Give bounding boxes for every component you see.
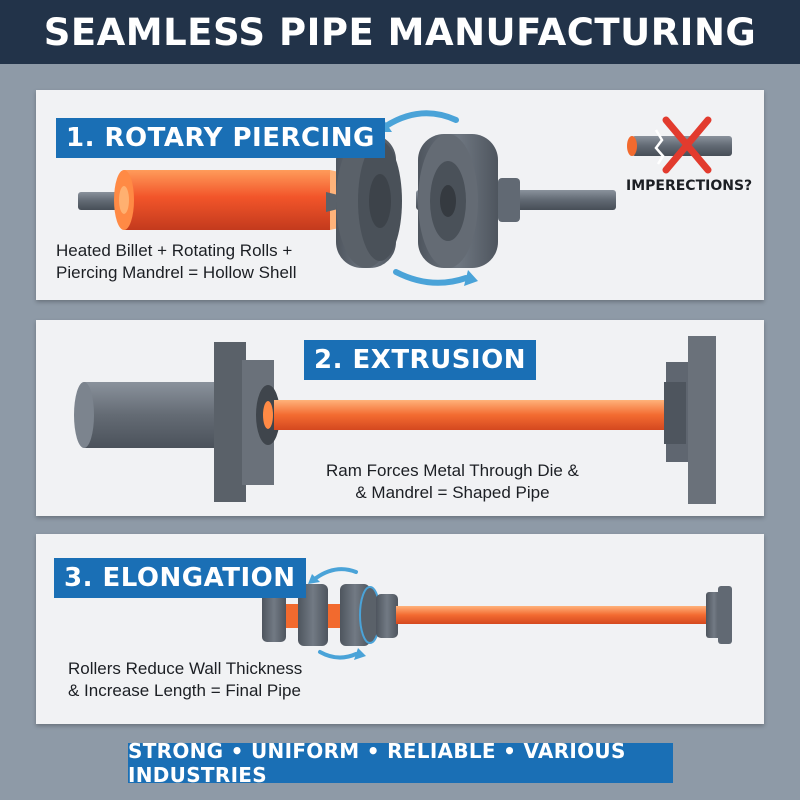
die-block: [214, 342, 280, 502]
mandrel-support: [664, 336, 716, 504]
roller-stack: [262, 584, 398, 646]
step-caption: Rollers Reduce Wall Thickness & Increase…: [68, 658, 302, 702]
pipe-end-collar: [706, 586, 732, 644]
step-caption: Heated Billet + Rotating Rolls + Piercin…: [56, 240, 296, 284]
footer-tagline: STRONG • UNIFORM • RELIABLE • VARIOUS IN…: [128, 739, 626, 787]
caption-line: & Increase Length = Final Pipe: [68, 681, 301, 700]
step-caption: Ram Forces Metal Through Die & & Mandrel…: [326, 460, 579, 504]
heated-billet: [114, 170, 366, 230]
caption-line: Rollers Reduce Wall Thickness: [68, 659, 303, 678]
step-title: 2. EXTRUSION: [304, 340, 536, 380]
header-bar: SEAMLESS PIPE MANUFACTURING: [0, 0, 800, 64]
step-panel-rotary-piercing: 1. ROTARY PIERCING Heated Billet + Rotat…: [36, 90, 764, 300]
step-title: 1. ROTARY PIERCING: [56, 118, 385, 158]
shaft-collar: [498, 178, 520, 222]
caption-line: Piercing Mandrel = Hollow Shell: [56, 263, 297, 282]
step-panel-elongation: 3. ELONGATION Rollers Reduce Wall Thickn…: [36, 534, 764, 724]
elongation-illustration: [262, 567, 732, 660]
rotation-arrow-icon: [383, 110, 459, 129]
caption-line: & Mandrel = Shaped Pipe: [355, 483, 550, 502]
caption-line: Ram Forces Metal Through Die &: [326, 461, 579, 480]
extrusion-illustration: [74, 336, 716, 504]
step-panel-extrusion: 2. EXTRUSION Ram Forces Metal Through Di…: [36, 320, 764, 516]
rotation-arrow-icon: [393, 269, 469, 286]
caption-line: Heated Billet + Rotating Rolls +: [56, 241, 293, 260]
rotating-roll-left: [336, 134, 402, 268]
page-title: SEAMLESS PIPE MANUFACTURING: [43, 10, 757, 54]
rotating-roll-right: [418, 134, 498, 268]
extruded-pipe: [274, 400, 684, 430]
final-pipe: [396, 606, 716, 624]
rotary-piercing-illustration: [78, 110, 732, 286]
ram-cylinder: [74, 382, 224, 448]
rotation-arrow-icon: [314, 567, 358, 580]
crack-icon: [654, 129, 665, 165]
imperfections-label: IMPERECTIONS?: [626, 178, 753, 194]
step-title: 3. ELONGATION: [54, 558, 306, 598]
reject-cross-icon: [662, 116, 712, 174]
imperfection-pipe-icon: [627, 116, 732, 174]
rotation-arrow-icon: [318, 650, 358, 660]
footer-tagline-banner: STRONG • UNIFORM • RELIABLE • VARIOUS IN…: [128, 739, 673, 787]
